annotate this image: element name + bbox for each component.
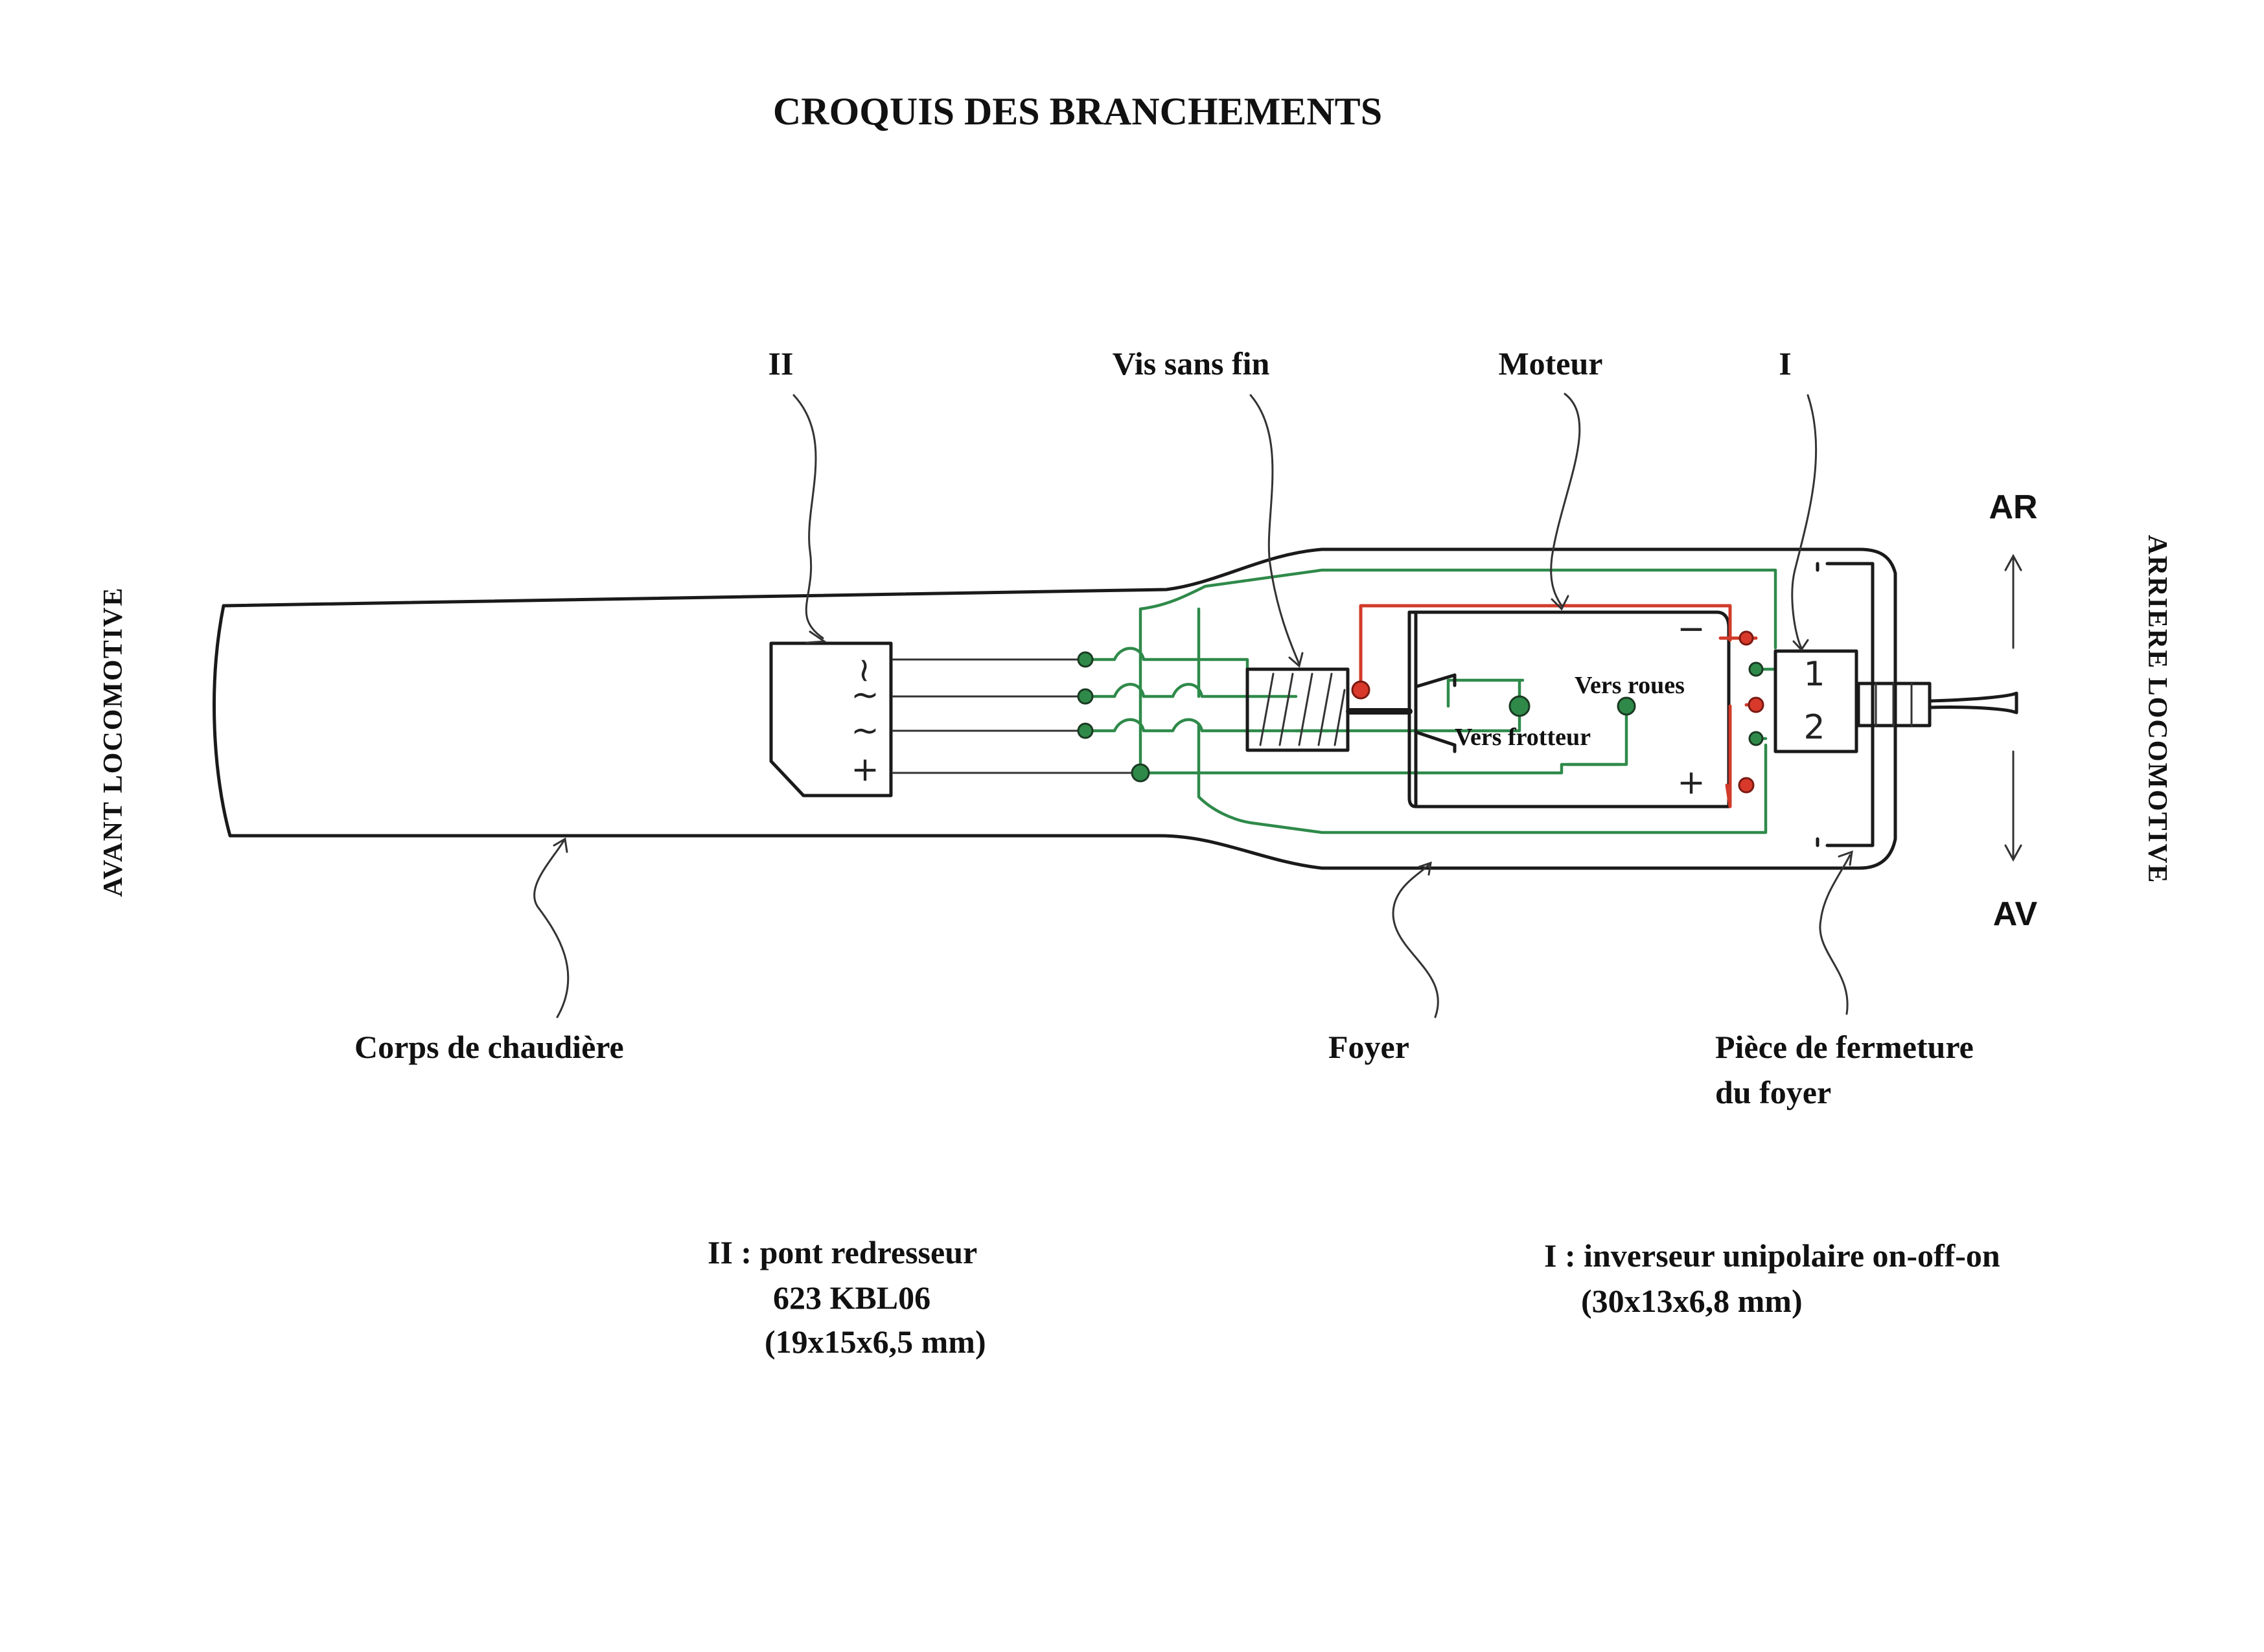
terminal-dot (1077, 722, 1094, 739)
locomotive-body (213, 547, 1897, 870)
bridge-pin-3: ~ (851, 711, 879, 750)
bridge-note-line2: 623 KBL06 (773, 1279, 930, 1316)
worm-screw (1245, 667, 1413, 752)
page-title: CROQUIS DES BRANCHEMENTS (773, 90, 1382, 133)
terminal-dot (1077, 651, 1094, 668)
inverter-switch: 1 2 (1773, 649, 2018, 753)
front-side-label: AVANT LOCOMOTIVE (98, 587, 128, 897)
bridge-label: II (768, 345, 794, 382)
to-pickup-label: Vers frotteur (1455, 724, 1591, 751)
terminal-dot (1738, 630, 1754, 646)
boiler-label: Corps de chaudière (354, 1029, 624, 1065)
to-wheels-label: Vers roues (1575, 672, 1685, 699)
terminal-dot (1748, 696, 1764, 713)
bridge-pin-plus: + (851, 750, 879, 789)
switch-note-line1: I : inverseur unipolaire on-off-on (1544, 1237, 2000, 1274)
rear-side-label: ARRIERE LOCOMOTIVE (2142, 535, 2172, 884)
reverse-label: AR (1989, 488, 2037, 526)
worm-label: Vis sans fin (1113, 345, 1270, 382)
bridge-note-line1: II : pont redresseur (708, 1234, 977, 1270)
terminal-dot (1748, 731, 1764, 746)
terminal-dot (1738, 777, 1755, 794)
rectifier-bridge: ~ ~ ~ + (769, 641, 893, 797)
closure-label-line1: Pièce de fermeture (1715, 1029, 1974, 1065)
forward-label: AV (1993, 895, 2038, 933)
connection-points (1077, 630, 1764, 794)
motor-minus: − (1677, 610, 1705, 648)
terminal-dot (1508, 695, 1531, 717)
bridge-leads (892, 658, 1142, 774)
bridge-pin-2: ~ (851, 676, 879, 715)
motor: − + Vers roues Vers frotteur (1407, 610, 1731, 809)
terminal-dot (1351, 680, 1370, 700)
switch-pos-2: 2 (1803, 708, 1825, 747)
switch-label: I (1779, 345, 1791, 382)
terminal-dot (1617, 696, 1636, 716)
firebox-label: Foyer (1328, 1029, 1409, 1065)
green-wiring (1083, 568, 1777, 834)
motor-label: Moteur (1498, 345, 1602, 382)
closure-label-line2: du foyer (1715, 1074, 1831, 1110)
bridge-pin-1: ~ (844, 656, 883, 685)
switch-note-line2: (30x13x6,8 mm) (1581, 1283, 1803, 1319)
motor-plus: + (1677, 763, 1705, 802)
switch-pos-1: 1 (1803, 655, 1825, 694)
component-notes: II : pont redresseur 623 KBL06 (19x15x6,… (708, 1234, 2000, 1360)
component-labels: II Vis sans fin Moteur I Corps de chaudi… (354, 345, 1974, 1110)
direction-indicator: AR AV (1989, 488, 2037, 933)
terminal-dot (1748, 661, 1764, 677)
bridge-note-line3: (19x15x6,5 mm) (765, 1324, 986, 1360)
terminal-dot (1077, 688, 1094, 705)
terminal-dot (1131, 763, 1150, 783)
